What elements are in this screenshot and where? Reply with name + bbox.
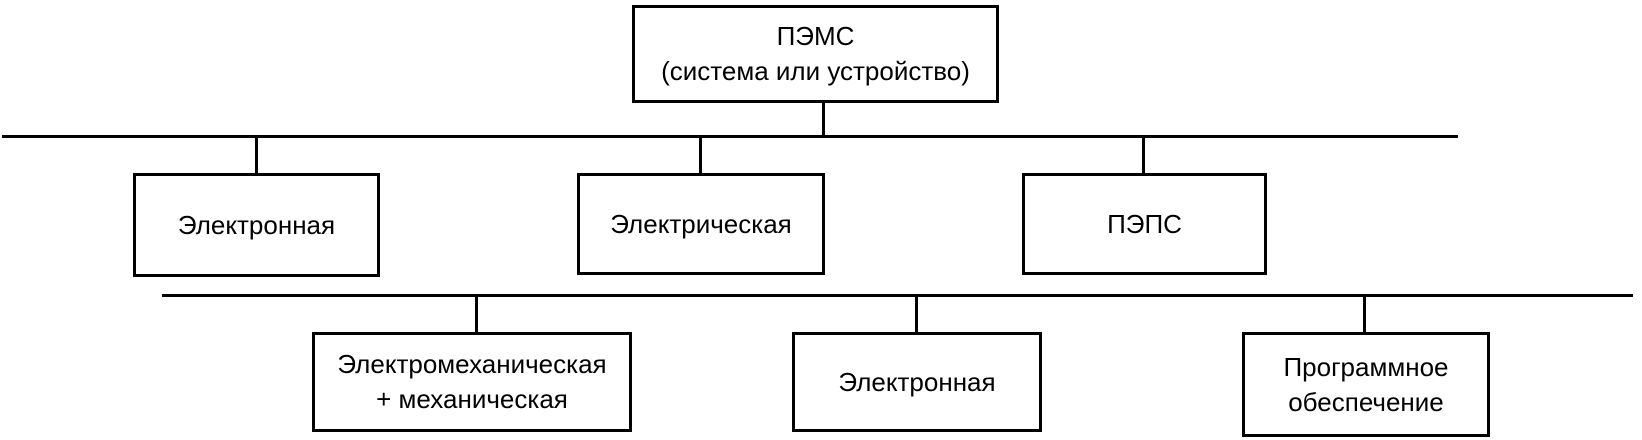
node-electrical: Электрическая	[577, 173, 825, 275]
node-electronic-bottom: Электронная	[792, 332, 1042, 432]
connector-root-to-bus1	[822, 101, 825, 137]
node-electromechanical-label-line1: Электромеханическая	[337, 349, 607, 379]
node-pems-root-label-line2: (система или устройство)	[661, 56, 970, 86]
connector-bus1-to-electrical	[699, 136, 702, 174]
connector-bus2-to-electromechanical	[475, 295, 478, 332]
node-pems-root-label-line1: ПЭМС	[776, 21, 855, 51]
connector-bus-level2	[162, 294, 1633, 297]
node-pems-root: ПЭМС (система или устройство)	[632, 5, 999, 103]
connector-bus2-to-software	[1363, 295, 1366, 332]
node-electronic-bottom-label: Электронная	[838, 366, 996, 397]
connector-bus1-to-electronic-top	[255, 136, 258, 174]
node-electromechanical: Электромеханическая + механическая	[312, 332, 632, 432]
node-software: Программное обеспечение	[1242, 332, 1490, 437]
connector-bus1-to-peps	[1142, 136, 1145, 174]
node-peps-label: ПЭПС	[1107, 208, 1182, 239]
node-electromechanical-label-line2: + механическая	[376, 384, 568, 414]
connector-bus2-to-electronic-bottom	[915, 295, 918, 332]
connector-bus-level1	[2, 135, 1458, 138]
node-peps: ПЭПС	[1022, 173, 1267, 275]
node-software-label-line2: обеспечение	[1288, 386, 1444, 417]
node-electronic-top-label: Электронная	[177, 209, 336, 240]
node-electronic-top: Электронная	[133, 173, 380, 277]
node-software-label-line1: Программное	[1283, 351, 1449, 382]
node-electrical-label: Электрическая	[610, 208, 792, 239]
